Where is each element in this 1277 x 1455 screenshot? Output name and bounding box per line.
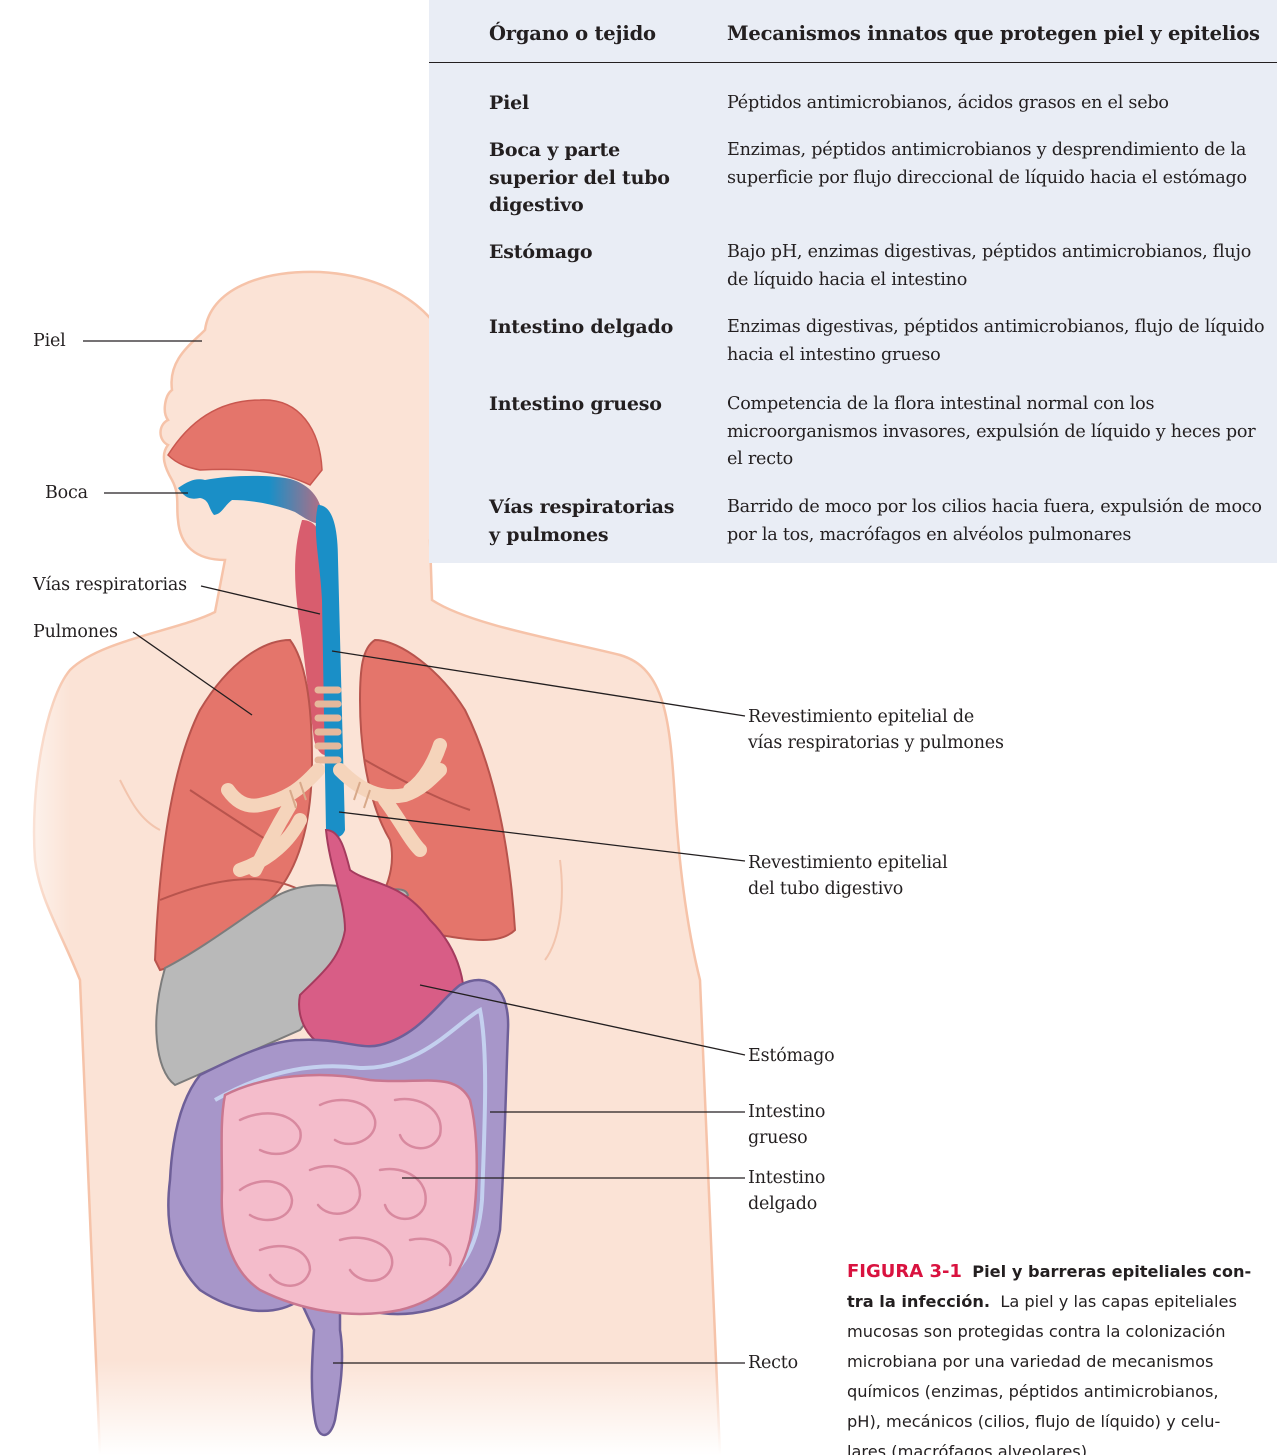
label-piel: Piel	[33, 328, 66, 354]
header-organ: Órgano o tejido	[489, 22, 656, 45]
mechanism-cell: Competencia de la flora intestinal norma…	[727, 391, 1272, 474]
caption-line-5: químicos (enzimas, péptidos antimicrobia…	[847, 1377, 1277, 1407]
caption-line-3: mucosas son protegidas contra la coloniz…	[847, 1317, 1277, 1347]
caption-line-4: microbiana por una variedad de mecanismo…	[847, 1347, 1277, 1377]
mechanisms-table: Órgano o tejido Mecanismos innatos que p…	[429, 0, 1277, 563]
organ-cell: Piel	[489, 90, 719, 118]
label-intestino-delgado: Intestino delgado	[748, 1165, 825, 1217]
header-rule	[429, 62, 1277, 63]
organ-cell: Boca y parte superior del tubo digestivo	[489, 137, 719, 220]
bottom-fade	[0, 1360, 760, 1455]
caption-line-2: tra la infección. La piel y las capas ep…	[847, 1287, 1277, 1317]
caption-title-2: tra la infección.	[847, 1292, 990, 1311]
label-intestino-grueso: Intestino grueso	[748, 1099, 825, 1151]
label-revestimiento-vias: Revestimiento epitelial de vías respirat…	[748, 704, 1004, 756]
caption-line-6: pH), mecánicos (cilios, flujo de líquido…	[847, 1407, 1277, 1437]
caption-text-2: La piel y las capas epiteliales	[1000, 1292, 1237, 1311]
organ-cell: Intestino delgado	[489, 314, 719, 342]
mechanism-cell: Barrido de moco por los cilios hacia fue…	[727, 494, 1272, 549]
label-pulmones: Pulmones	[33, 619, 118, 645]
label-recto: Recto	[748, 1350, 798, 1376]
label-estomago: Estómago	[748, 1043, 835, 1069]
left-fade	[0, 640, 70, 1000]
mechanism-cell: Péptidos antimicrobianos, ácidos grasos …	[727, 90, 1272, 118]
figure-caption: FIGURA 3-1 Piel y barreras epiteliales c…	[847, 1257, 1277, 1455]
label-vias-respiratorias: Vías respiratorias	[33, 572, 187, 598]
mechanism-cell: Bajo pH, enzimas digestivas, péptidos an…	[727, 239, 1272, 294]
mechanism-cell: Enzimas digestivas, péptidos antimicrobi…	[727, 314, 1272, 369]
organ-cell: Intestino grueso	[489, 391, 719, 419]
label-revestimiento-tubo: Revestimiento epitelial del tubo digesti…	[748, 850, 948, 902]
mechanism-cell: Enzimas, péptidos antimicrobianos y desp…	[727, 137, 1272, 192]
caption-line-1: FIGURA 3-1 Piel y barreras epiteliales c…	[847, 1257, 1277, 1287]
organ-cell: Estómago	[489, 239, 719, 267]
caption-line-7: lares (macrófagos alveolares).	[847, 1437, 1277, 1455]
header-mechanism: Mecanismos innatos que protegen piel y e…	[727, 22, 1260, 45]
small-intestine	[222, 1075, 477, 1314]
organ-cell: Vías respiratorias y pulmones	[489, 494, 719, 549]
caption-title-1: Piel y barreras epiteliales con-	[972, 1262, 1251, 1281]
figure-number: FIGURA 3-1	[847, 1261, 962, 1282]
label-boca: Boca	[45, 480, 88, 506]
